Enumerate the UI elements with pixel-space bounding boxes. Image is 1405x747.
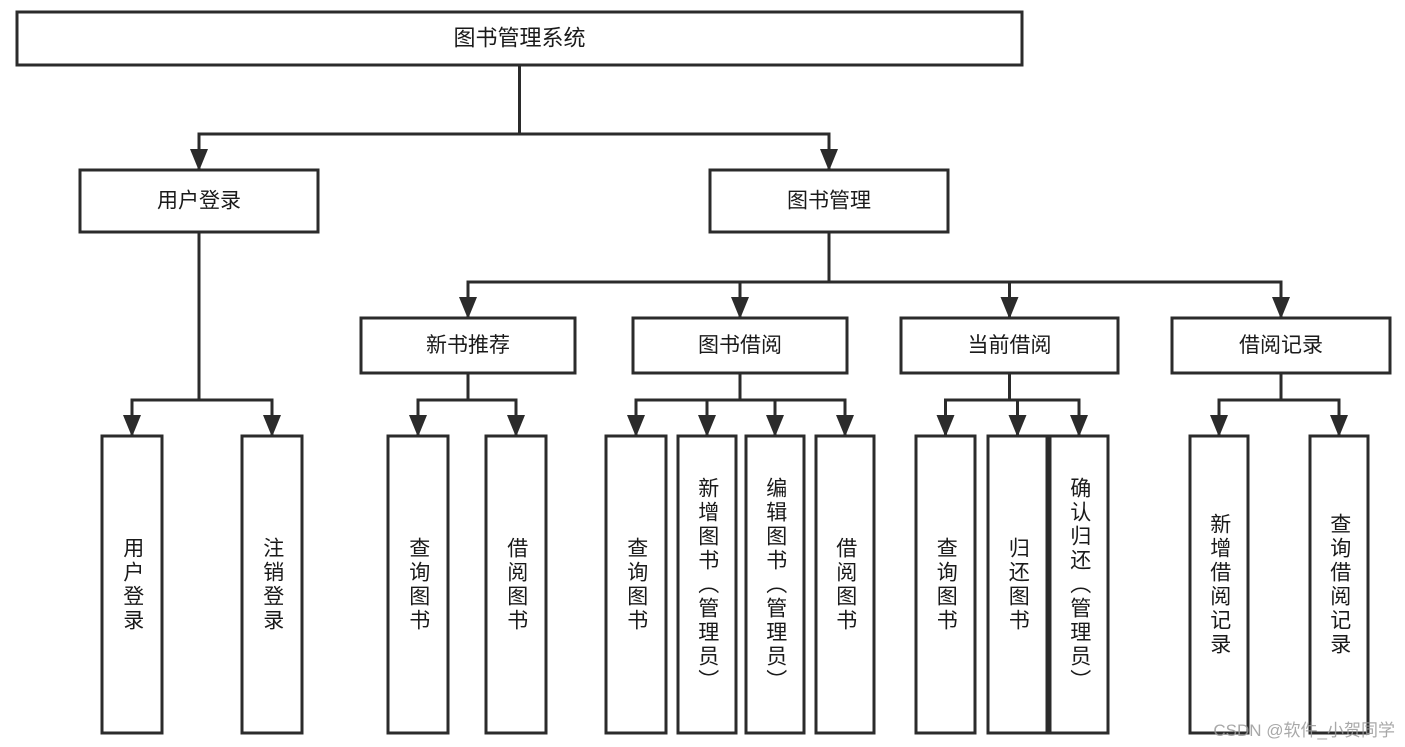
node-label-root: 图书管理系统: [453, 25, 585, 50]
arrowhead-icon: [190, 149, 208, 171]
node-box-book-borrow[interactable]: [631, 316, 849, 375]
node-box-user-login[interactable]: [78, 168, 320, 234]
node-box-leaf-borrow-book-1[interactable]: [484, 434, 548, 735]
node-label-borrow-record: 借阅记录: [1239, 334, 1323, 357]
node-box-new-book-rec[interactable]: [359, 316, 577, 375]
node-label-new-book-rec: 新书推荐: [426, 334, 510, 357]
node-box-leaf-return-book[interactable]: [986, 434, 1049, 735]
node-box-leaf-add-record[interactable]: [1188, 434, 1250, 735]
node-label-book-borrow: 图书借阅: [698, 334, 782, 357]
arrowhead-icon: [731, 297, 749, 319]
arrowhead-icon: [1070, 415, 1088, 437]
node-label-current-borrow: 当前借阅: [968, 334, 1052, 357]
arrowhead-icon: [409, 415, 427, 437]
arrowhead-icon: [1000, 297, 1019, 319]
node-box-leaf-query-book-1[interactable]: [386, 434, 450, 735]
arrowhead-icon: [836, 415, 854, 437]
arrowhead-icon: [698, 415, 716, 437]
arrowhead-icon: [936, 415, 955, 437]
node-box-leaf-query-record[interactable]: [1308, 434, 1370, 735]
arrowhead-icon: [1272, 297, 1290, 319]
node-box-leaf-edit-book[interactable]: [744, 434, 806, 735]
arrowhead-icon: [263, 415, 281, 437]
node-box-leaf-query-book-2[interactable]: [604, 434, 668, 735]
node-box-leaf-user-login[interactable]: [100, 434, 164, 735]
arrowhead-icon: [123, 415, 141, 437]
node-box-leaf-query-book-3[interactable]: [914, 434, 977, 735]
node-box-leaf-borrow-book-2[interactable]: [814, 434, 876, 735]
node-box-root[interactable]: [15, 10, 1024, 67]
arrowhead-icon: [1330, 415, 1348, 437]
arrowhead-icon: [627, 415, 645, 437]
arrowhead-icon: [507, 415, 525, 437]
arrowhead-icon: [820, 149, 838, 171]
arrowhead-icon: [766, 415, 784, 437]
connector-lines: [123, 63, 1348, 437]
node-box-leaf-logout[interactable]: [240, 434, 304, 735]
node-box-leaf-confirm-return[interactable]: [1048, 434, 1110, 735]
node-box-current-borrow[interactable]: [899, 316, 1120, 375]
arrowhead-icon: [1210, 415, 1228, 437]
arrowhead-icon: [1008, 415, 1027, 437]
node-box-book-manage[interactable]: [708, 168, 950, 234]
node-label-book-manage: 图书管理: [787, 190, 871, 213]
arrowhead-icon: [459, 297, 477, 319]
node-label-user-login: 用户登录: [157, 190, 241, 213]
node-box-borrow-record[interactable]: [1170, 316, 1392, 375]
node-box-leaf-add-book[interactable]: [676, 434, 738, 735]
